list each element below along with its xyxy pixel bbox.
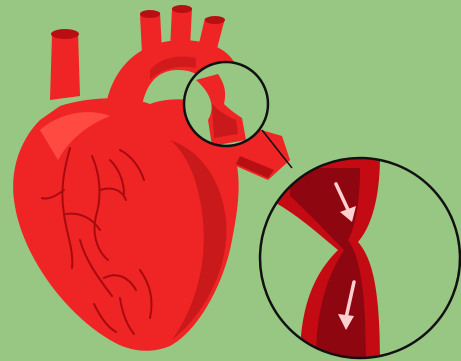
vessel-branch-1-opening	[140, 10, 160, 18]
vessel-branch-2-opening	[172, 5, 192, 13]
vessel-left-opening	[51, 29, 79, 39]
small-magnifier	[184, 62, 268, 146]
vessel-left	[50, 32, 80, 100]
vessel-branch-3-opening	[205, 16, 225, 24]
large-magnifier	[260, 156, 460, 360]
